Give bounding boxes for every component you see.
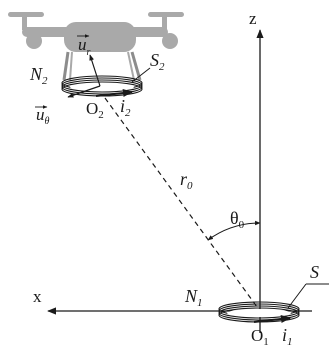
ground-coil [218,301,300,323]
distance-label: r0 [180,169,193,192]
u-theta-vector [67,85,101,98]
ground-current-label: i1 [282,325,293,348]
ground-s-label: S [310,262,319,282]
z-axis-label: z [249,9,257,28]
drone-s-leader [131,67,151,83]
angle-arc [207,220,261,241]
drone-current-arrow [95,89,133,97]
u-r-vector [89,54,101,87]
drone-center-label: O2 [86,99,104,121]
ground-n-label: N1 [184,286,203,309]
drone-icon [8,12,184,81]
angle-label: θ0 [230,208,245,231]
ground-center-label: O1 [251,326,269,348]
drone-s-label: S2 [150,50,165,73]
drone-current-label: i2 [120,96,131,119]
distance-line [104,97,261,312]
drone-n-label: N2 [29,64,48,87]
ground-current-arrow [253,315,291,323]
ground-s-leader [287,283,307,309]
u-theta-label: uθ [36,105,50,127]
x-axis-label: x [33,287,42,306]
u-r-label: ur [78,35,91,58]
